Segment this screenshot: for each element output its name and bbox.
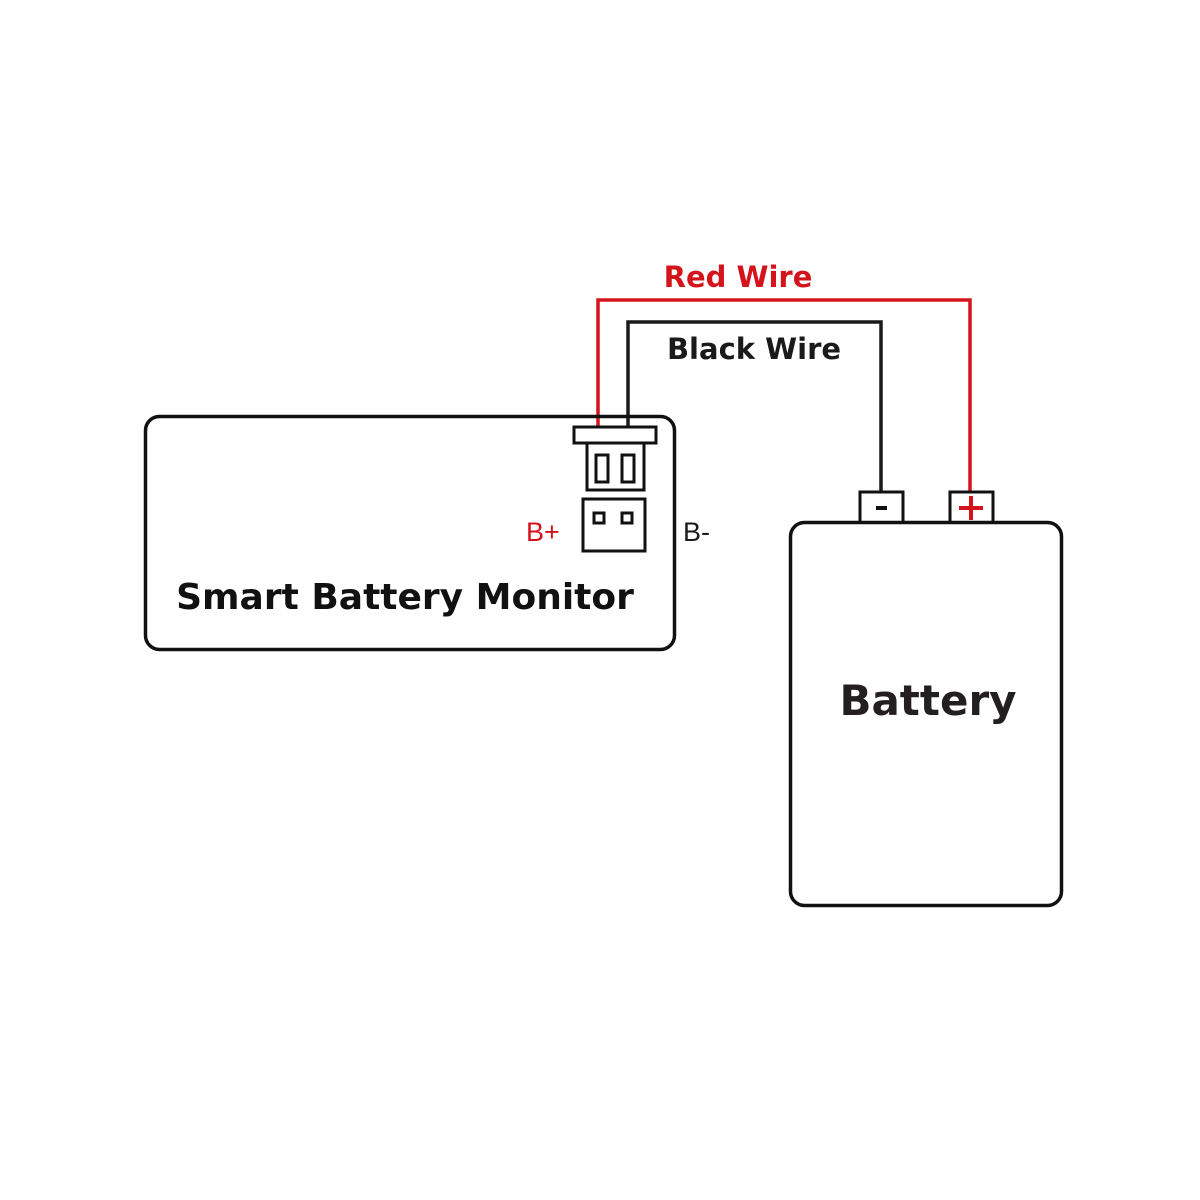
plus-icon <box>959 496 983 520</box>
battery-label: Battery <box>839 676 1016 725</box>
red-wire <box>596 298 972 492</box>
connector-slot-left <box>594 453 610 484</box>
socket-pin-right <box>620 511 634 525</box>
smart-battery-monitor: B+ B- Smart Battery Monitor <box>143 414 710 652</box>
pin-label-b-plus: B+ <box>526 517 560 547</box>
connector-socket <box>581 497 647 553</box>
monitor-label: Smart Battery Monitor <box>176 577 634 618</box>
battery: Battery <box>788 490 1064 908</box>
socket-body <box>581 497 647 553</box>
black-wire-label: Black Wire <box>667 332 841 366</box>
battery-body <box>788 520 1064 908</box>
connector-cap <box>572 425 658 445</box>
monitor-housing <box>143 414 677 652</box>
connector-slot-right <box>620 453 636 484</box>
minus-icon <box>876 506 887 510</box>
connector-plug <box>572 425 658 492</box>
socket-pin-left <box>592 511 606 525</box>
red-wire-label: Red Wire <box>664 260 813 294</box>
black-wire <box>626 320 883 492</box>
pin-label-b-minus: B- <box>683 517 710 547</box>
